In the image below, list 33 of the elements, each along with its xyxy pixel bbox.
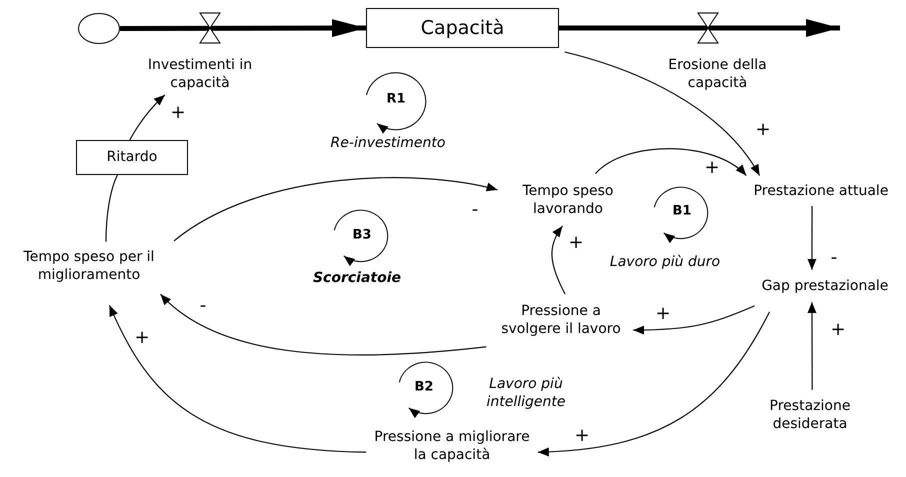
loop-code: B2 — [414, 380, 434, 396]
delay-box: Ritardo — [76, 140, 188, 175]
variable-label: Tempo speso per il miglioramento — [4, 244, 174, 288]
flow-pipe — [559, 19, 840, 37]
variable-label: Pressione a svolgere il lavoro — [493, 298, 629, 342]
variable-label: Prestazione desiderata — [755, 393, 865, 437]
arrow — [564, 51, 760, 176]
arrow — [129, 94, 166, 140]
arrow — [595, 148, 747, 176]
arrow — [807, 206, 816, 270]
flow-pipe — [120, 19, 366, 38]
loop-code: B3 — [352, 228, 372, 244]
loop-code: B1 — [672, 204, 692, 220]
arrow — [174, 177, 498, 242]
arrow — [807, 302, 816, 390]
loop-name: Lavoro più duro — [608, 252, 722, 272]
arrow — [108, 304, 366, 453]
arrow — [551, 226, 566, 294]
loop-name: Lavoro più intelligente — [485, 374, 566, 412]
source-ellipse — [78, 13, 120, 44]
loop-code: R1 — [385, 92, 407, 108]
variable-label: Investimenti in capacità — [135, 55, 265, 93]
arrow — [160, 294, 486, 356]
variable-label: Prestazione attuale — [738, 180, 904, 202]
arrow — [633, 305, 755, 334]
variable-label: Gap prestazionale — [750, 274, 900, 298]
variable-label: Erosione della capacità — [650, 55, 785, 93]
loop-name: Re-investimento — [330, 134, 446, 152]
stock-box: Capacità — [366, 8, 559, 48]
variable-label: Pressione a migliorare la capacità — [371, 424, 533, 468]
arrow — [538, 312, 770, 456]
variable-label: Tempo speso lavorando — [513, 178, 623, 222]
loop-name: Scorciatoie — [312, 268, 402, 288]
